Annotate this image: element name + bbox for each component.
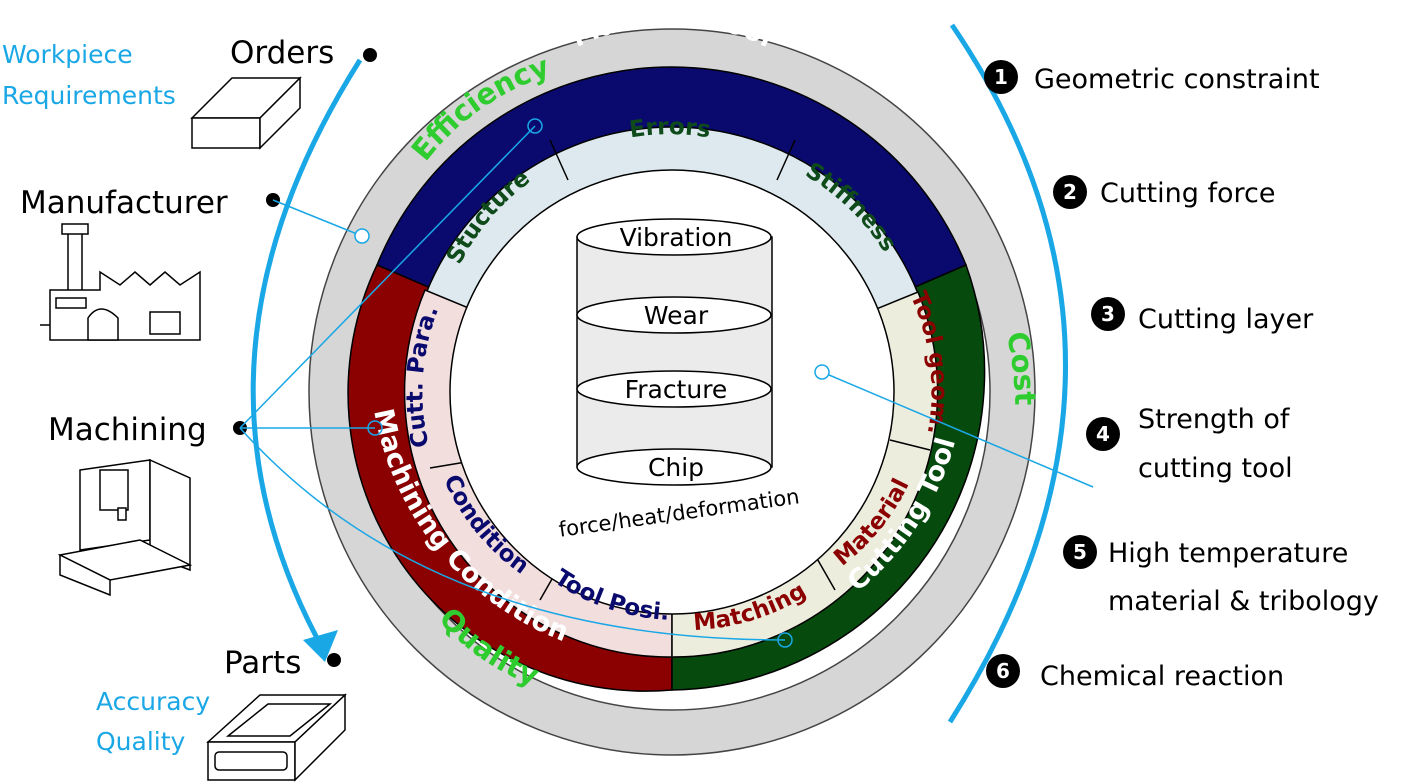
orders-label: Orders xyxy=(230,35,334,71)
accuracy-label: Accuracy xyxy=(96,687,210,716)
factor-4: 4 Strength of cutting tool xyxy=(1086,404,1293,484)
errors-label: Errors xyxy=(628,114,713,143)
svg-text:Strength of: Strength of xyxy=(1138,404,1291,435)
svg-text:High temperature: High temperature xyxy=(1108,538,1348,569)
cylinder-layer-wear: Wear xyxy=(644,301,709,330)
factor-5: 5 High temperature material & tribology xyxy=(1063,535,1379,617)
factor-2: 2 Cutting force xyxy=(1053,175,1275,209)
manufacturer-label: Manufacturer xyxy=(20,185,228,221)
cylinder: Vibration Wear Fracture Chip force/heat/… xyxy=(557,218,801,542)
svg-text:5: 5 xyxy=(1073,540,1087,564)
svg-text:2: 2 xyxy=(1063,180,1077,204)
cylinder-layer-chip: Chip xyxy=(648,453,704,482)
svg-text:6: 6 xyxy=(996,659,1010,683)
svg-text:material & tribology: material & tribology xyxy=(1108,586,1379,617)
cylinder-layer-fracture: Fracture xyxy=(625,375,728,404)
svg-text:Chemical reaction: Chemical reaction xyxy=(1040,661,1284,692)
parts-label: Parts xyxy=(224,645,301,681)
svg-text:Cutting force: Cutting force xyxy=(1100,178,1275,209)
svg-text:Geometric constraint: Geometric constraint xyxy=(1034,64,1320,95)
factor-3: 3 Cutting layer xyxy=(1091,297,1314,335)
quality-annotation: Quality xyxy=(96,727,186,756)
workpiece-label: Workpiece xyxy=(2,40,133,69)
svg-text:Errors: Errors xyxy=(628,114,713,143)
svg-text:3: 3 xyxy=(1101,302,1115,326)
cylinder-layer-vibration: Vibration xyxy=(620,223,733,252)
factory-icon xyxy=(40,223,201,341)
process-flow-arc xyxy=(250,58,363,642)
svg-text:4: 4 xyxy=(1096,422,1110,446)
process-arrow-head xyxy=(303,630,338,662)
svg-text:Cutting layer: Cutting layer xyxy=(1138,304,1314,335)
machining-label: Machining xyxy=(48,412,207,448)
svg-text:cutting tool: cutting tool xyxy=(1138,453,1293,484)
svg-text:1: 1 xyxy=(994,65,1008,89)
requirements-label: Requirements xyxy=(2,81,176,110)
machining-center-icon xyxy=(57,458,193,597)
factor-1: 1 Geometric constraint xyxy=(984,60,1320,95)
parts-icon xyxy=(206,693,347,782)
factors-arc xyxy=(947,23,1068,724)
factor-6: 6 Chemical reaction xyxy=(986,654,1284,692)
workpiece-box-icon xyxy=(190,76,302,150)
